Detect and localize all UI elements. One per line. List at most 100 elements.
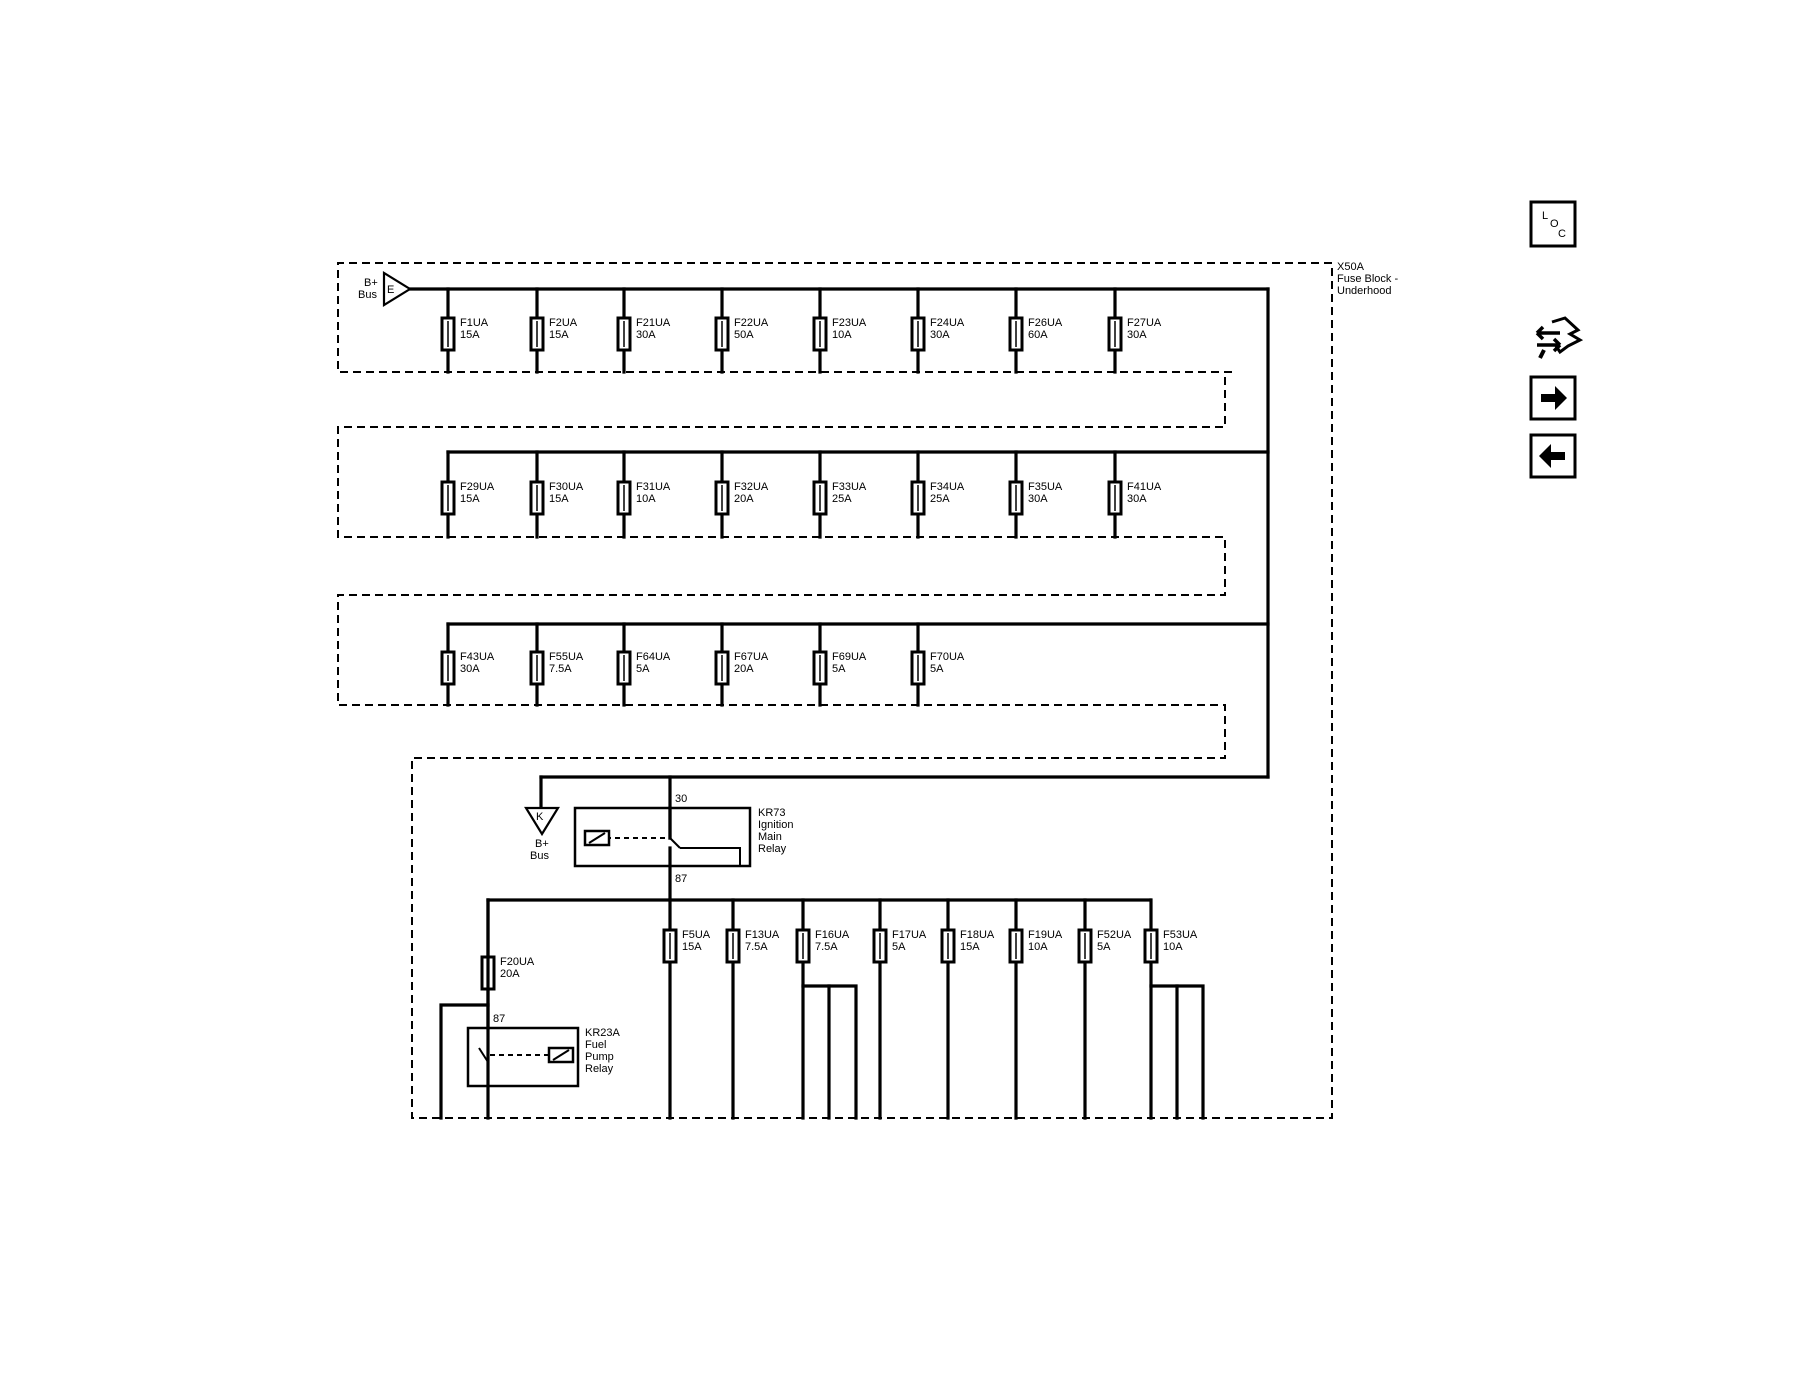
- fuse-id: F13UA: [745, 929, 780, 941]
- fuse-id: F23UA: [832, 317, 867, 329]
- fuse-id: F67UA: [734, 651, 769, 663]
- fuse-id: F5UA: [682, 929, 711, 941]
- fuse-rating: 30A: [636, 329, 656, 341]
- fuse-rating: 20A: [500, 968, 520, 980]
- connector-icon[interactable]: [1535, 316, 1584, 359]
- fuse-id: F24UA: [930, 317, 965, 329]
- fuse-id: F30UA: [549, 481, 584, 493]
- fuse-rating: 15A: [460, 493, 480, 505]
- bus-out-connector: K: [536, 811, 544, 823]
- bus-out-label-a: B+: [535, 838, 549, 850]
- fuse-id: F27UA: [1127, 317, 1162, 329]
- fuse-id: F43UA: [460, 651, 495, 663]
- fuse-id: F69UA: [832, 651, 867, 663]
- fuse-rating: 30A: [1127, 493, 1147, 505]
- fuse-rating: 30A: [1127, 329, 1147, 341]
- fuse-id: F35UA: [1028, 481, 1063, 493]
- branch-split: [1149, 984, 1205, 1120]
- fuse-rating: 10A: [832, 329, 852, 341]
- fuse-rating: 7.5A: [745, 941, 768, 953]
- pump-relay-pin: 87: [493, 1013, 505, 1025]
- fuse-id: F1UA: [460, 317, 489, 329]
- fuse-rating: 5A: [832, 663, 846, 675]
- fuse-id: F64UA: [636, 651, 671, 663]
- fuse-id: F26UA: [1028, 317, 1063, 329]
- fuse-id: F31UA: [636, 481, 671, 493]
- fuse-rows: F1UA15AF2UA15AF21UA30AF22UA50AF23UA10AF2…: [440, 287, 1205, 1120]
- fuse-id: F53UA: [1163, 929, 1198, 941]
- fuse-id: F34UA: [930, 481, 965, 493]
- block-title-2: Underhood: [1337, 285, 1391, 297]
- arrow-right-icon: [1541, 386, 1567, 410]
- fuse-rating: 5A: [1097, 941, 1111, 953]
- fuse-rating: 20A: [734, 493, 754, 505]
- bus-out-label-b: Bus: [530, 850, 549, 862]
- fuse-rating: 7.5A: [549, 663, 572, 675]
- fuse-id: F33UA: [832, 481, 867, 493]
- bplus-input: E B+ Bus: [358, 271, 413, 307]
- fuse-rating: 15A: [960, 941, 980, 953]
- fuse-id: F52UA: [1097, 929, 1132, 941]
- fuse-rating: 30A: [1028, 493, 1048, 505]
- fuse-id: F22UA: [734, 317, 769, 329]
- fuse-id: F41UA: [1127, 481, 1162, 493]
- loc-button[interactable]: L O C: [1529, 200, 1577, 248]
- branch-wire: [1149, 984, 1205, 1120]
- loc-c: C: [1558, 228, 1566, 240]
- fuse-rating: 5A: [892, 941, 906, 953]
- fuse-rating: 15A: [682, 941, 702, 953]
- fuse-id: F2UA: [549, 317, 578, 329]
- fuse-id: F70UA: [930, 651, 965, 663]
- main-relay-name-2: Main: [758, 831, 782, 843]
- fuse-block-outline: [337, 262, 1333, 1119]
- fuse-id: F55UA: [549, 651, 584, 663]
- fuse-rating: 25A: [832, 493, 852, 505]
- fuse-rating: 10A: [1028, 941, 1048, 953]
- fuse-id: F18UA: [960, 929, 995, 941]
- main-relay-pin-out: 87: [675, 873, 687, 885]
- fuse-rating: 15A: [549, 493, 569, 505]
- fuse-rating: 25A: [930, 493, 950, 505]
- fuse-rating: 50A: [734, 329, 754, 341]
- loc-o: O: [1550, 218, 1559, 230]
- fuse-id: F17UA: [892, 929, 927, 941]
- main-relay-name-1: Ignition: [758, 819, 793, 831]
- branch-wire: [801, 984, 858, 1120]
- block-id: X50A: [1337, 261, 1365, 273]
- fuse-id: F29UA: [460, 481, 495, 493]
- next-page-button[interactable]: [1529, 375, 1577, 421]
- bus-wires: [408, 287, 1270, 840]
- prev-page-button[interactable]: [1529, 433, 1577, 479]
- fuse-id: F20UA: [500, 956, 535, 968]
- fuse-rating: 60A: [1028, 329, 1048, 341]
- branch-split: [801, 984, 858, 1120]
